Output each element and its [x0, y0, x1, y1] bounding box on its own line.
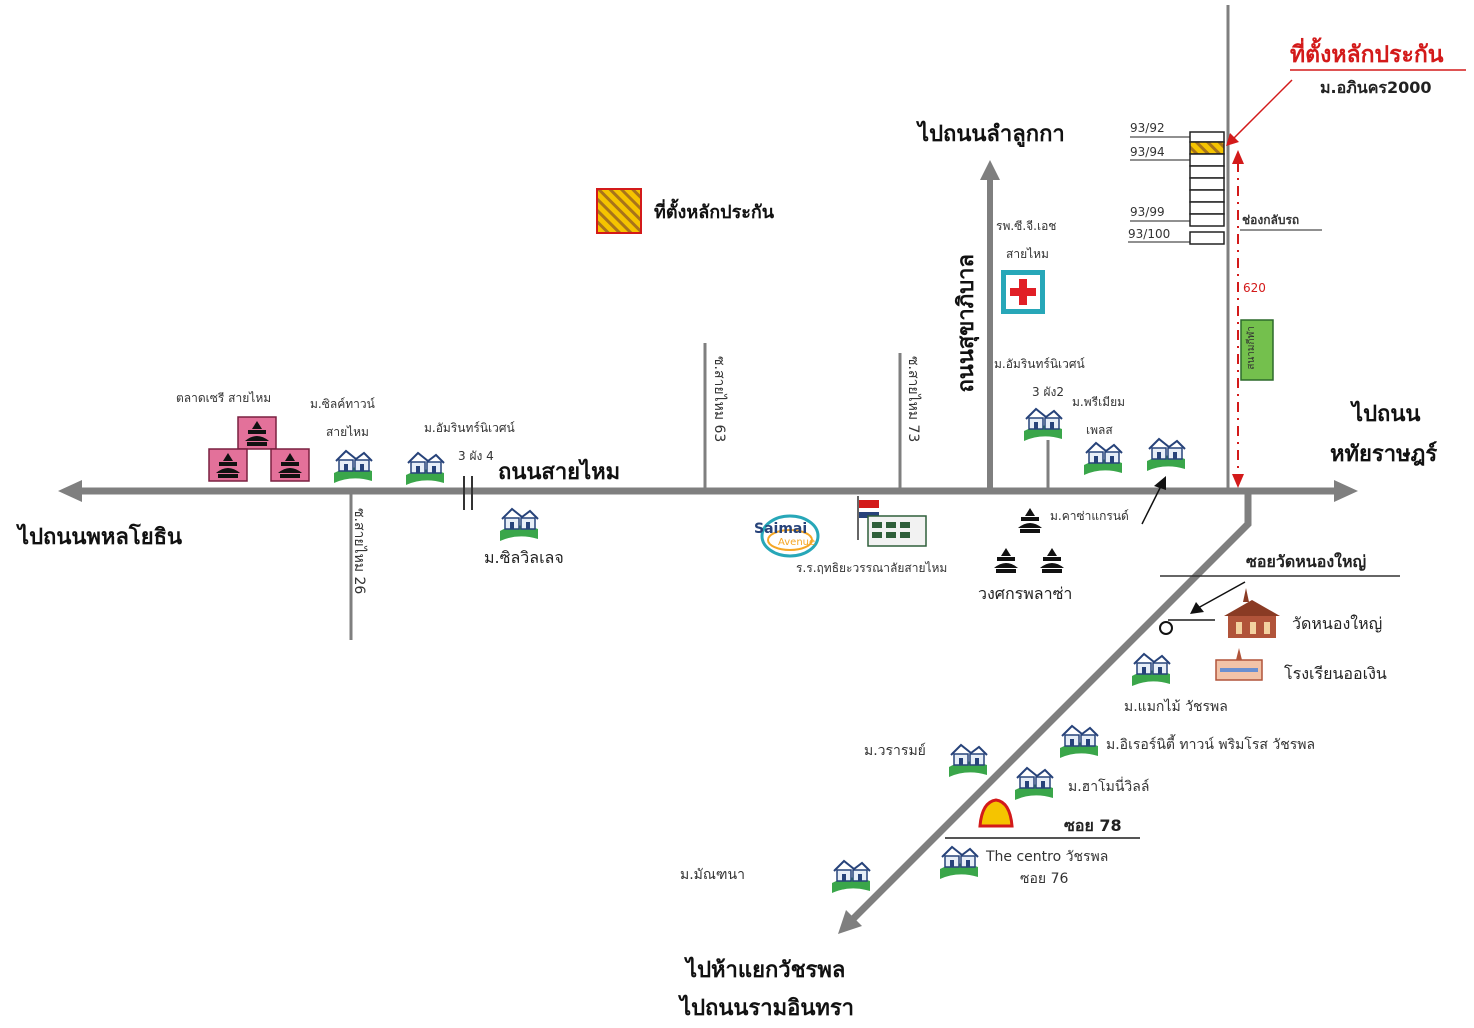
house-varamay-icon [948, 744, 988, 778]
wat-label: วัดหนองใหญ่ [1292, 614, 1383, 633]
house-premium-a-icon [1083, 442, 1123, 476]
plot-label-93-99: 93/99 [1130, 205, 1165, 219]
legend-swatch [596, 188, 642, 234]
house-iris-icon [1059, 725, 1099, 759]
saimai-avenue-label-2: Avenue [778, 537, 816, 548]
iris-label: ม.อิเรอร์นิตี้ ทาวน์ พริมโรส วัชรพล [1106, 737, 1316, 753]
house-centro-icon [939, 846, 979, 880]
casa-grand-pointer [1141, 476, 1166, 525]
north-arrowhead [980, 160, 1000, 180]
house-premium-b-icon [1146, 438, 1186, 472]
montana-label: ม.มัณฑนา [680, 867, 745, 883]
plot-93-92 [1189, 131, 1225, 143]
dest-east-line1: ไปถนน [1352, 402, 1421, 427]
soi-wat-pointer [1190, 581, 1246, 614]
park-area [1240, 319, 1274, 381]
park-label: สนามกีฬา [1246, 326, 1257, 370]
hospital-label-1: รพ.ซี.จี.เอช [996, 219, 1057, 233]
soi-26-label: ซ.สายไหม 26 [351, 508, 367, 595]
makmai-label: ม.แมกไม้ วัชรพล [1124, 699, 1228, 715]
plot-label-93-100: 93/100 [1128, 227, 1171, 241]
route-620-label: 620 [1243, 281, 1266, 295]
bus-stop-icon [1159, 621, 1173, 635]
soi-63-label: ซ.สายไหม 63 [711, 356, 727, 443]
target-subtitle: ม.อภินคร2000 [1320, 78, 1432, 97]
soi-wat-label: ซอยวัดหนองใหญ่ [1246, 552, 1367, 571]
legend-label: ที่ตั้งหลักประกัน [654, 202, 775, 223]
hospital-icon [1001, 270, 1045, 314]
saimai-avenue-label-1: Saimai [754, 521, 808, 537]
premium-label-1: ม.พรีเมียม [1072, 395, 1126, 409]
house-amarin-west-icon [405, 452, 445, 486]
phase42-label: 3 ผัง2 [1032, 385, 1064, 399]
silk-town-label-1: ม.ซิลค์ทาวน์ [310, 397, 375, 411]
plot-label-93-92: 93/92 [1130, 121, 1165, 135]
school-east-label: โรงเรียนออเงิน [1284, 664, 1387, 683]
house-silk-village-icon [499, 508, 539, 542]
market-label: ตลาดเซรี สายไหม [176, 391, 272, 405]
east-arrowhead [1334, 480, 1358, 502]
school-saimai-icon [857, 496, 927, 547]
house-montana-icon [831, 860, 871, 894]
target-title: ที่ตั้งหลักประกัน [1290, 42, 1444, 68]
south-arrowhead [838, 910, 862, 934]
varamay-label: ม.วรารมย์ [864, 743, 926, 759]
plot-strip [1189, 131, 1225, 245]
premium-label-2: เพลส [1086, 423, 1113, 437]
uturn-label: ช่องกลับรถ [1242, 213, 1300, 227]
route-620 [1232, 150, 1244, 488]
casa-grand-label: ม.คาซ่าแกรนด์ [1050, 509, 1129, 523]
school-saimai-label: ร.ร.ฤทธิยะวรรณาลัยสายไหม [796, 561, 948, 575]
centro-label-2: ซอย 76 [1020, 871, 1069, 887]
hospital-label-2: สายไหม [1006, 247, 1049, 261]
plot-93-99 [1189, 213, 1225, 227]
plot-93-94 [1189, 141, 1225, 155]
bridge-marker [463, 476, 473, 510]
house-silk-town-icon [333, 450, 373, 484]
plot-leader-lines [1128, 136, 1322, 243]
school-east-icon [1215, 648, 1263, 681]
dest-west: ไปถนนพหลโยธิน [18, 525, 183, 550]
west-arrowhead [58, 480, 82, 502]
plot-label-93-94: 93/94 [1130, 145, 1165, 159]
dest-south-line2: ไปถนนรามอินทรา [680, 996, 855, 1021]
wongsakorn-label: วงศกรพลาซ่า [978, 584, 1073, 603]
dest-east-line2: หทัยราษฎร์ [1330, 442, 1438, 467]
centro-label-1: The centro วัชรพล [986, 849, 1109, 865]
house-makmai-icon [1131, 653, 1171, 687]
amarin-west-label: ม.อัมรินทร์นิเวศน์ [424, 421, 515, 435]
soi-78-label: ซอย 78 [1064, 816, 1122, 835]
phase4-label: 3 ผัง 4 [458, 449, 494, 463]
amarin-east-label: ม.อัมรินทร์นิเวศน์ [994, 357, 1085, 371]
silk-town-label-2: สายไหม [326, 425, 369, 439]
shell-station-icon [978, 798, 1014, 828]
dest-north: ไปถนนลำลูกกา [918, 122, 1065, 147]
plot-93-100 [1189, 231, 1225, 245]
saimai-avenue-logo [760, 514, 820, 558]
dest-south-line1: ไปห้าแยกวัชรพล [686, 958, 846, 983]
house-amarin-east-icon [1023, 408, 1063, 442]
north-road-label: ถนนสุขาภิบาล [954, 254, 979, 393]
temple-icon [1224, 588, 1280, 638]
harmony-label: ม.ฮาโมนี่วิลล์ [1068, 779, 1150, 795]
house-icons [333, 408, 1186, 894]
market-icon [208, 416, 310, 482]
silk-village-label: ม.ซิลวิลเลจ [484, 548, 564, 567]
main-road-label: ถนนสายไหม [498, 460, 621, 485]
house-harmony-icon [1014, 767, 1054, 801]
diagonal-road [849, 491, 1252, 923]
target-pointer [1226, 69, 1466, 146]
soi-73-label: ซ.สายไหม 73 [905, 356, 921, 443]
road-network [58, 5, 1400, 934]
